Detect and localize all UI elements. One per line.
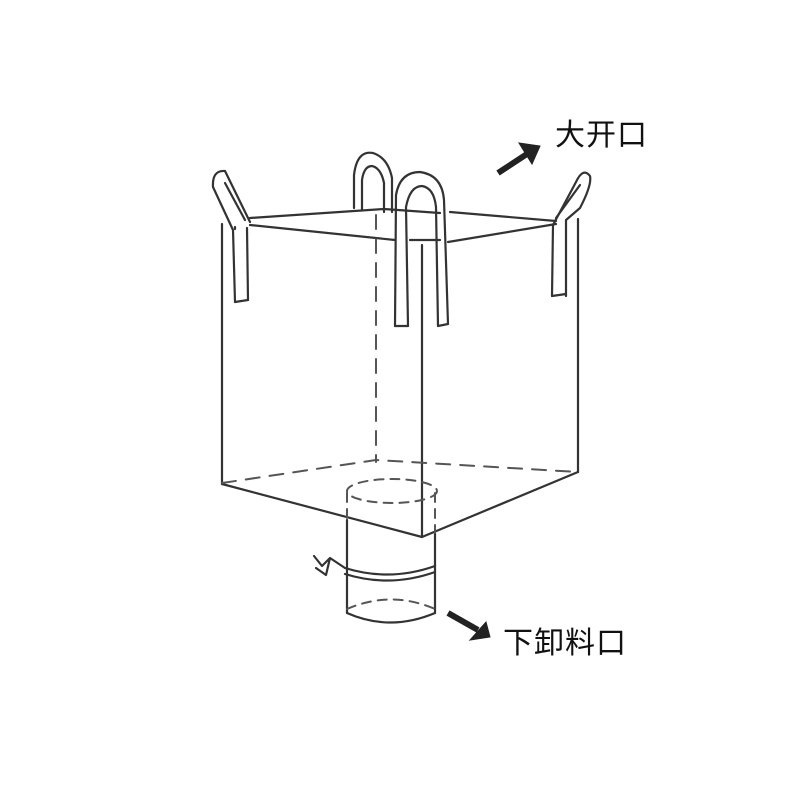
lifting-loop-back-center — [352, 151, 394, 214]
bottom-discharge-label: 下卸料口 — [503, 626, 627, 661]
bag-hidden-edges — [221, 214, 579, 484]
lifting-loop-front-center — [393, 170, 450, 328]
discharge-spout — [312, 518, 437, 624]
bag-body — [220, 217, 580, 539]
spout-hidden-edges — [346, 478, 438, 610]
top-opening-arrow — [496, 142, 541, 176]
lifting-loop-back-right — [550, 171, 592, 298]
bag-top-face — [248, 207, 558, 244]
top-opening-label: 大开口 — [555, 118, 648, 153]
strap-left-tail — [233, 298, 250, 304]
discharge-arrow — [446, 610, 491, 641]
lifting-loop-back-left — [211, 169, 252, 304]
